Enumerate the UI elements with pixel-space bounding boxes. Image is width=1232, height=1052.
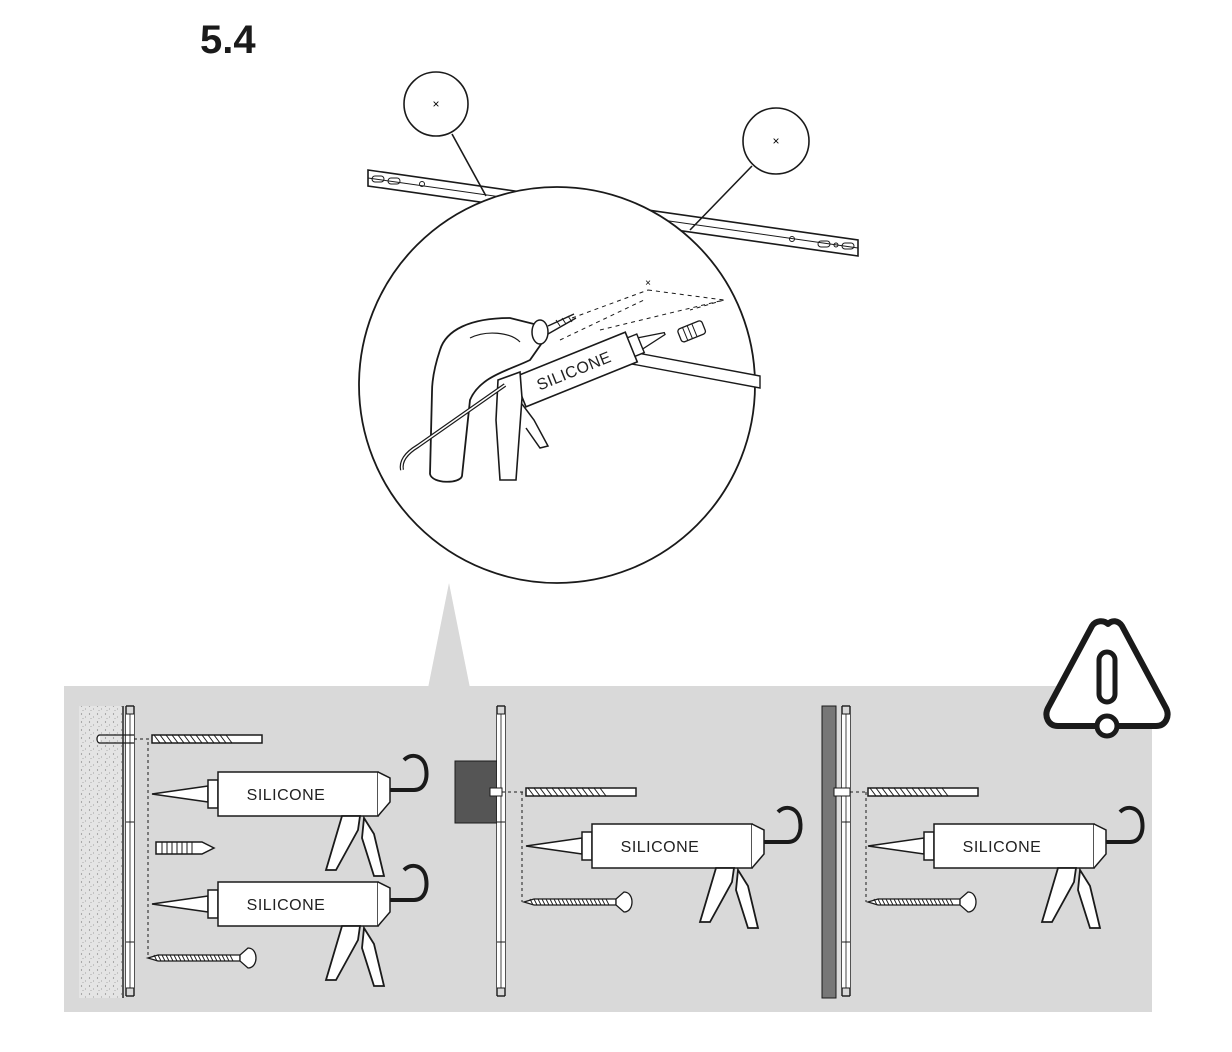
caulking-gun: SILICONE (524, 805, 803, 930)
step-number: 5.4 (200, 18, 256, 62)
detail-bubble-right: × (689, 107, 810, 231)
caulking-gun: SILICONE (866, 805, 1145, 930)
masonry-wall (79, 706, 123, 998)
silicone-label: SILICONE (247, 897, 326, 914)
detail-bubble-left: × (403, 71, 487, 197)
silicone-label: SILICONE (963, 839, 1042, 856)
metal-wall (821, 705, 837, 999)
section-stud-wall: SILICONE (454, 705, 803, 997)
callout-pointer (428, 583, 470, 688)
wall-plug (155, 841, 215, 855)
caulking-gun: SILICONE (150, 863, 429, 988)
detail-mark-center: × (645, 278, 651, 289)
detail-mark-left: × (432, 97, 439, 111)
silicone-label: SILICONE (247, 787, 326, 804)
detail-mark-right: × (772, 134, 779, 148)
warning-icon (1043, 618, 1171, 739)
section-metal-wall: SILICONE (821, 705, 1145, 999)
caulking-gun: SILICONE (150, 753, 429, 878)
drill-bit (867, 787, 979, 797)
section-masonry-wall: SILICONE SILICONE (79, 705, 429, 998)
drill-bit (525, 787, 637, 797)
silicone-label: SILICONE (621, 839, 700, 856)
magnified-detail-circle: × SILICONE (358, 186, 761, 584)
drill-bit (151, 734, 263, 744)
